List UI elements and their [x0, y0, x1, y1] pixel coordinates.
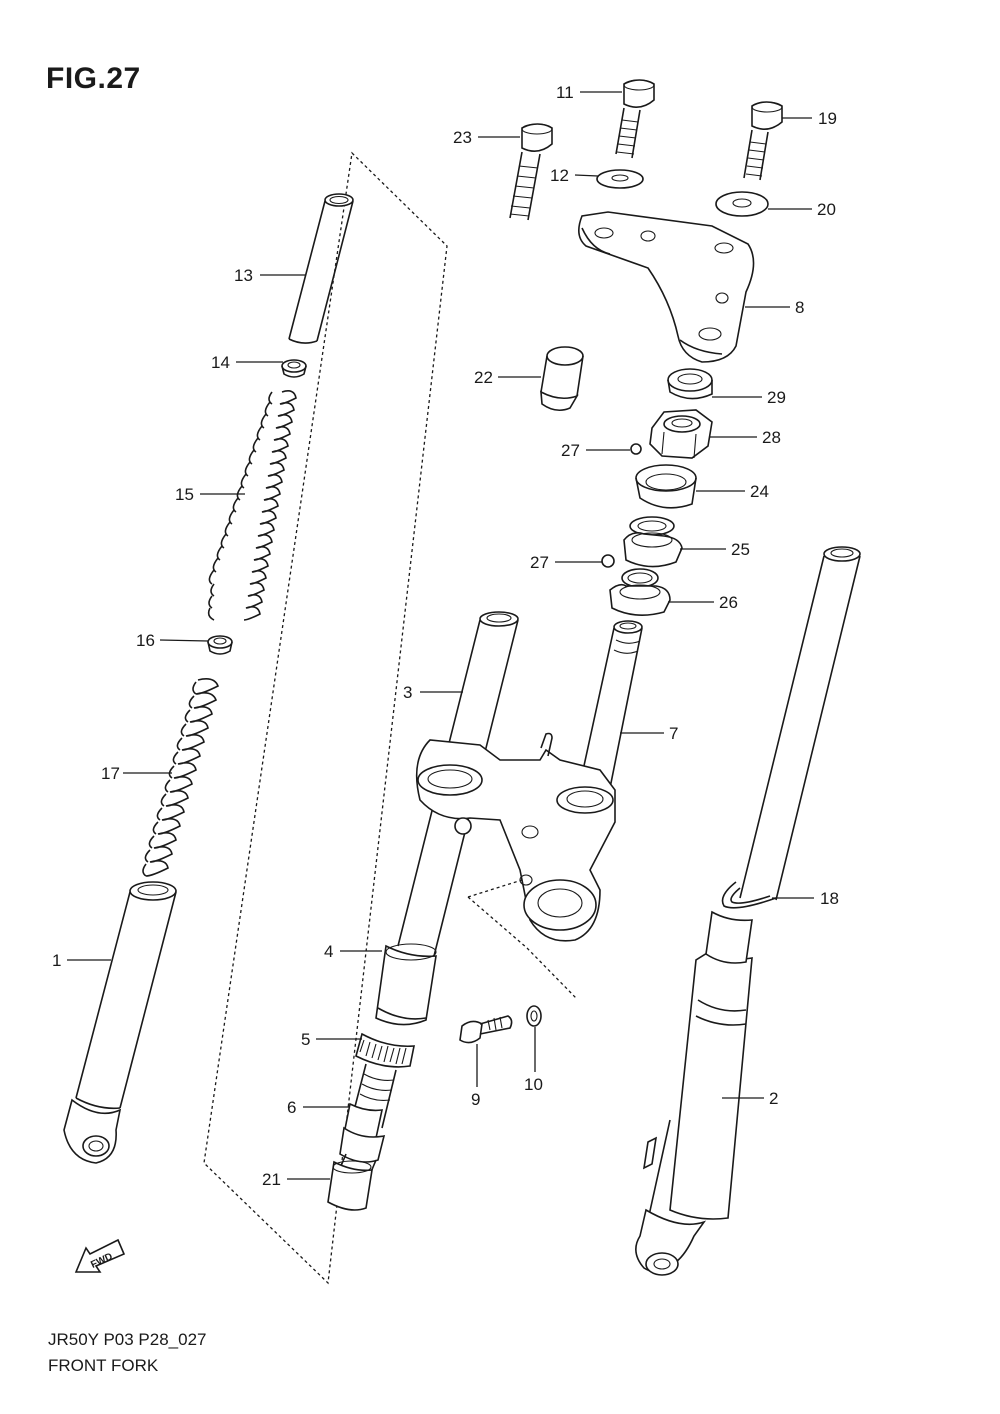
part-29-lock-nut — [667, 368, 713, 400]
part-5-oil-seal — [349, 1032, 415, 1129]
callout-4: 4 — [324, 942, 333, 961]
callout-15: 15 — [175, 485, 194, 504]
callout-13: 13 — [234, 266, 253, 285]
callout-9: 9 — [471, 1090, 480, 1109]
callout-18: 18 — [820, 889, 839, 908]
callout-27-upper: 27 — [561, 441, 580, 460]
assembly-frame — [203, 151, 577, 1285]
part-19-bolt — [743, 101, 783, 181]
callout-3: 3 — [403, 683, 412, 702]
part-11-bolt — [615, 79, 655, 159]
callout-12: 12 — [550, 166, 569, 185]
part-27-ball-upper — [630, 443, 642, 455]
callout-5: 5 — [301, 1030, 310, 1049]
part-8-top-bracket — [578, 211, 755, 363]
part-27-ball-lower — [601, 554, 615, 568]
fwd-arrow-icon: FWD — [74, 1238, 126, 1273]
leader-lines — [67, 91, 814, 1180]
part-26-race — [609, 568, 671, 616]
callout-19: 19 — [818, 109, 837, 128]
callout-2: 2 — [769, 1089, 778, 1108]
part-4-guide — [375, 943, 437, 1026]
part-13-spacer-tube — [288, 193, 354, 344]
callout-26: 26 — [719, 593, 738, 612]
part-24-race — [635, 464, 697, 509]
callout-17: 17 — [101, 764, 120, 783]
part-12-washer — [596, 169, 644, 189]
callout-21: 21 — [262, 1170, 281, 1189]
callout-24: 24 — [750, 482, 769, 501]
callout-7: 7 — [669, 724, 678, 743]
part-28-nut — [649, 409, 713, 459]
part-20-washer — [715, 191, 769, 217]
callout-6: 6 — [287, 1098, 296, 1117]
part-2-right-outer-tube — [635, 546, 861, 1276]
callout-20: 20 — [817, 200, 836, 219]
callout-8: 8 — [795, 298, 804, 317]
diagram-code: JR50Y P03 P28_027 — [48, 1330, 207, 1349]
callout-22: 22 — [474, 368, 493, 387]
callout-11: 11 — [556, 83, 574, 102]
figure-title: FIG.27 — [46, 62, 141, 95]
callout-14: 14 — [211, 353, 230, 372]
callout-25: 25 — [731, 540, 750, 559]
part-22-cap — [540, 346, 584, 412]
part-18-clip — [721, 881, 777, 909]
part-25-race — [623, 516, 683, 568]
part-15-spring — [207, 390, 297, 621]
callout-23: 23 — [453, 128, 472, 147]
callout-1: 1 — [52, 951, 61, 970]
part-6-damper-rod — [335, 1102, 386, 1185]
part-16-spring-seat — [207, 635, 233, 655]
callout-28: 28 — [762, 428, 781, 447]
part-1-left-outer-tube — [63, 881, 177, 1164]
part-7-steering-stem — [415, 620, 643, 942]
diagram-name: FRONT FORK — [48, 1356, 159, 1375]
part-9-bolt — [459, 1015, 513, 1044]
part-10-washer — [526, 1005, 542, 1027]
callout-29: 29 — [767, 388, 786, 407]
callout-16: 16 — [136, 631, 155, 650]
callout-27-lower: 27 — [530, 553, 549, 572]
part-17-spring — [142, 678, 220, 877]
part-14-washer — [281, 359, 307, 378]
callout-10: 10 — [524, 1075, 543, 1094]
callout-numbers: 11 23 12 19 20 8 13 14 22 29 28 27 15 24… — [52, 83, 839, 1189]
part-21-collar — [327, 1160, 373, 1211]
part-23-bolt — [509, 123, 553, 221]
